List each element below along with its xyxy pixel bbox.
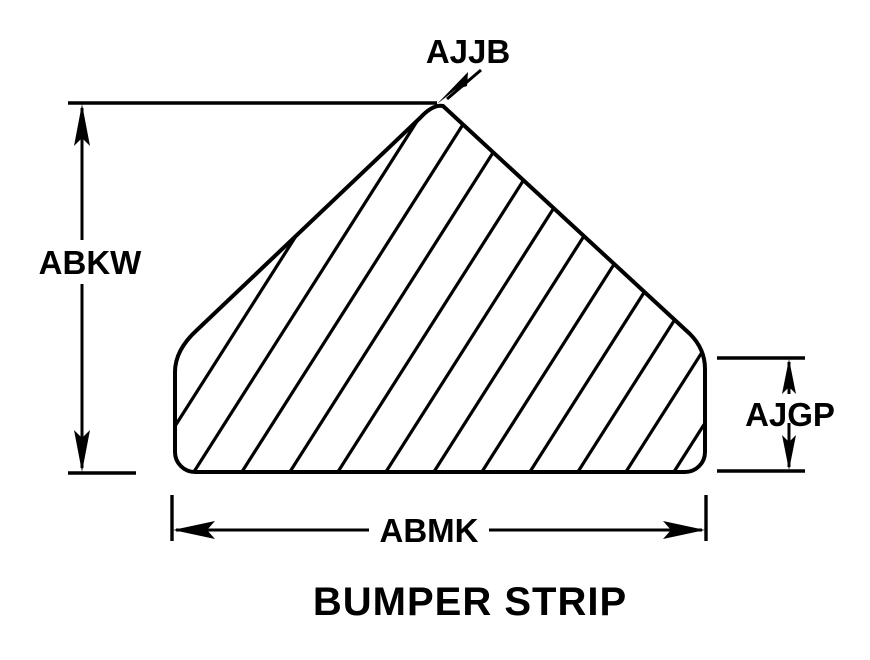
ajjb-arrowhead (437, 72, 468, 104)
dimension-ajgp: AJGP (717, 356, 835, 473)
abkw-arrowhead-bottom (74, 430, 90, 472)
ajjb-label: AJJB (426, 33, 510, 70)
abkw-label: ABKW (39, 244, 142, 281)
abmk-arrowhead-left (173, 521, 215, 539)
ajgp-arrowhead-bottom (782, 435, 796, 470)
drawing-title: BUMPER STRIP (313, 580, 627, 624)
abmk-label: ABMK (380, 512, 479, 549)
ajgp-arrowhead-top (782, 359, 796, 394)
section-hatch-lines (175, 106, 705, 472)
part-outline-path (173, 103, 707, 474)
callout-ajjb: AJJB (426, 33, 510, 104)
dimension-abkw: ABKW (39, 101, 437, 475)
dimension-abmk: ABMK (170, 495, 708, 549)
ajgp-label: AJGP (745, 396, 835, 433)
abmk-arrowhead-right (663, 521, 705, 539)
abkw-arrowhead-top (74, 104, 90, 146)
